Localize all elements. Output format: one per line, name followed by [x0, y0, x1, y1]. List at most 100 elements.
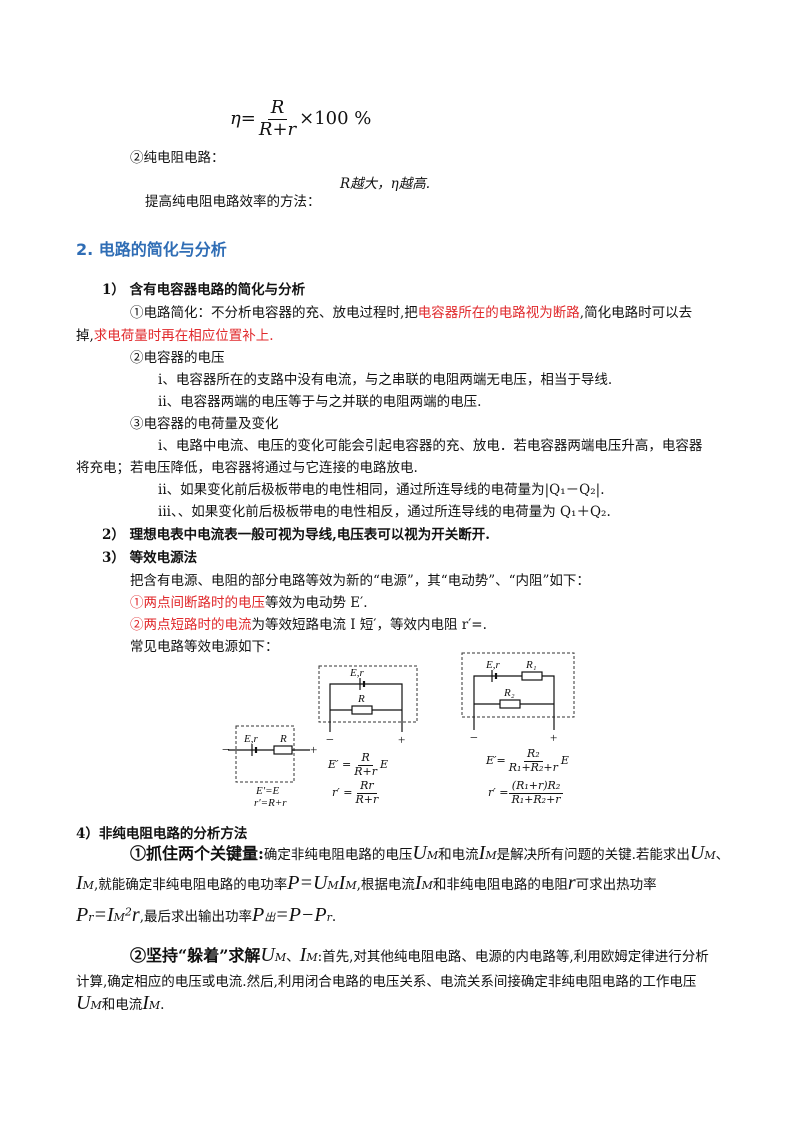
s1-p1c: ,简化电路时可以去 [579, 305, 693, 321]
s3-l2c: 为等效短路电流 I 短′，等效内电阻 r′=. [251, 617, 487, 633]
circuit-diagram-1: E,r R − + E′=E r′=R+r [222, 725, 317, 809]
s4-p2-bold: ②坚持“躲着”求解 [130, 946, 261, 965]
s1-paragraph-2-ii: ii、电容器两端的电压等于与之并联的电阻两端的电压. [158, 394, 482, 410]
s4-p1-f: ,根据电流 [356, 877, 415, 893]
circuit-3-r-num: (R₁+r)R₂ [508, 779, 564, 794]
s3-l1a: ① [130, 595, 144, 611]
fraction-numerator: R [267, 97, 288, 120]
circuit-diagram-3: E,r R₁ R₂ − + [461, 652, 575, 746]
symbol-P-equals-U: P=U [287, 872, 328, 894]
s1-paragraph-3-ii: ii、如果变化前后极板带电的电性相同，通过所连导线的电荷量为|Q₁－Q₂|. [158, 482, 605, 498]
s3-l2a: ② [130, 617, 144, 633]
s4-line-3: Pr=IM2r,最后求出输出功率P出=P−Pr. [76, 904, 336, 927]
symbol-U: U [76, 992, 91, 1014]
circuit-3-top-loop [473, 675, 555, 704]
s4-p1-g: 和非纯电阻电路的电阻 [432, 877, 568, 893]
subsection-2-heading: 2） 理想电表中电流表一般可视为导线,电压表可以视为开关断开. [102, 527, 490, 543]
symbol-out: 出 [264, 911, 276, 924]
eta-symbol: η [230, 108, 241, 130]
s1-paragraph-2: ②电容器的电压 [130, 350, 225, 366]
s3-l1b-highlight: 两点间断路时的电压 [143, 595, 266, 611]
circuit-3-minus: − [470, 731, 478, 746]
symbol-M: M [82, 879, 94, 892]
circuit-3-source-label: E,r [485, 659, 500, 671]
circuit-3-r1-label: R₁ [525, 659, 537, 671]
pure-circuit-method: 提高纯电阻电路效率的方法： [145, 194, 321, 210]
s4-p1-e: ,就能确定非纯电阻电路的电功率 [93, 877, 288, 893]
circuit-1-box [235, 725, 295, 783]
circuit-diagram-2: E,r R − + [318, 665, 418, 748]
percent-factor: ×100 % [299, 108, 372, 130]
symbol-M: M [485, 849, 497, 862]
circuit-3-e-lhs: E′= [486, 754, 506, 768]
symbol-I: I [338, 872, 346, 894]
circuit-3-e-num: R₂ [523, 747, 543, 762]
circuit-3-plus: + [550, 730, 557, 745]
symbol-I: I [478, 842, 486, 864]
circuit-2-e-tail: E [380, 758, 389, 772]
symbol-I: I [142, 992, 149, 1014]
s4-p2-c: 和电流 [101, 997, 143, 1013]
symbol-M: M [327, 879, 339, 892]
separator: 、 [286, 949, 300, 965]
s1-paragraph-1-cont: 掉,求电荷量时再在相应位置补上. [76, 324, 274, 344]
symbol-M: M [274, 951, 287, 964]
circuit-1-minus: − [222, 743, 230, 758]
circuit-2-r-den: R+r [355, 792, 379, 806]
s4-p1-i: ,最后求出输出功率 [139, 909, 252, 925]
s4-line-2: IM,就能确定非纯电阻电路的电功率P=UMIM,根据电流IM和非纯电阻电路的电阻… [76, 872, 657, 895]
symbol-M: M [90, 999, 102, 1012]
symbol-U: U [689, 842, 705, 864]
equals-sign: = [240, 108, 256, 130]
s4-line-4: ②坚持“躲着”求解UM、IM:首先,对其他纯电阻电路、电源的内电路等,利用欧姆定… [130, 942, 709, 967]
subsection-3-heading: 3） 等效电源法 [102, 550, 198, 566]
symbol-squared: 2 [124, 905, 132, 919]
s3-common: 常见电路等效电源如下： [130, 639, 279, 655]
s4-line-6: UM和电流IM. [76, 992, 164, 1015]
symbol-r: r [131, 904, 140, 926]
subsection-1-heading: 1） 含有电容器电路的简化与分析 [102, 282, 306, 298]
symbol-r-sub: r [326, 911, 332, 924]
s1-paragraph-1: ①电路简化：不分析电容器的充、放电过程时,把电容器所在的电路视为断路,简化电路时… [130, 301, 692, 321]
pure-circuit-rule: R越大，η越高. [340, 176, 431, 192]
symbol-M: M [306, 951, 318, 964]
symbol-out-equation: =P−P [275, 904, 327, 926]
circuit-1-resistor-label: R [279, 733, 287, 745]
circuit-2-e-lhs: E′ = [328, 758, 352, 772]
s3-line-2: ②两点短路时的电流为等效短路电流 I 短′，等效内电阻 r′=. [130, 613, 487, 633]
s1-paragraph-2-i: i、电容器所在的支路中没有电流，与之串联的电阻两端无电压，相当于导线. [158, 372, 613, 388]
symbol-r: r [567, 872, 576, 894]
s4-p1-d: 、 [715, 847, 730, 863]
s3-l2b-highlight: 两点短路时的电流 [143, 617, 252, 633]
s4-line-5: 计算,确定相应的电压或电流.然后,利用闭合电路的电压关系、电流关系间接确定非纯电… [76, 974, 697, 990]
circuit-2-plus: + [398, 732, 405, 747]
circuit-3-resistor-1 [521, 671, 543, 681]
symbol-I: I [76, 872, 83, 894]
symbol-I: I [414, 872, 422, 894]
circuit-2-e-num: R [358, 751, 373, 766]
fraction-denominator: R+r [258, 118, 297, 140]
s4-p1-a: 确定非纯电阻电路的电压 [263, 847, 413, 863]
circuit-1-plus: + [310, 742, 317, 757]
circuit-2-e-den: R+r [354, 764, 378, 778]
s1-p1a: ①电路简化：不分析电容器的充、放电过程时,把 [130, 305, 418, 321]
symbol-M: M [148, 999, 161, 1012]
s4-p2-a: :首先,对其他纯电阻电路、电源的内电路等,利用欧姆定律进行分析 [317, 949, 709, 965]
circuit-3-box [461, 652, 575, 718]
symbol-I: I [299, 944, 307, 966]
symbol-M: M [421, 879, 433, 892]
s1-p1d: 掉, [76, 328, 94, 344]
pure-circuit-label: ②纯电阻电路： [130, 150, 225, 166]
s1-paragraph-3-iii: iii、、如果变化前后极板带电的电性相反，通过所连导线的电荷量为 Q₁＋Q₂. [158, 504, 611, 520]
symbol-M: M [704, 849, 716, 862]
symbol-M: M [426, 849, 439, 862]
s1-paragraph-3: ③电容器的电荷量及变化 [130, 416, 279, 432]
s1-p1b-highlight: 电容器所在的电路视为断路 [417, 305, 580, 321]
circuit-3-e-tail: E [560, 754, 569, 768]
s4-p1-bold: ①抓住两个关键量: [130, 844, 264, 863]
